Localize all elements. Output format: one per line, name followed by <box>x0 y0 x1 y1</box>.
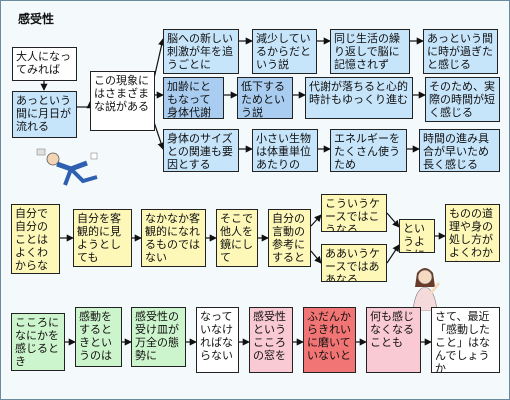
box-must-be: なっていなければならない <box>196 307 239 373</box>
woman-illustration <box>412 268 441 311</box>
box-same-life: 同じ生活の繰り返しで脳に記憶されず <box>330 29 410 74</box>
box-understand-reason: ものの道理や身の処し方がよくわかる <box>445 204 500 262</box>
box-feel-nothing: 何も感じなくなることも <box>366 307 421 373</box>
box-body-size: 身体のサイズとの関連も要因とする <box>163 129 239 172</box>
box-time-passed: あっという間に時が過ぎたと感じる <box>423 29 498 74</box>
page-title: 感受性 <box>18 12 55 26</box>
box-brain-stimulus: 脳への新しい刺激が年を追うごとに <box>163 29 239 74</box>
box-decrease-theory: 減少しているからだという説 <box>252 29 317 74</box>
box-adult: 大人になってみれば <box>12 47 77 81</box>
box-decline-theory: 低下するためという説 <box>237 77 293 119</box>
box-when-moved: 感動をするときというのは <box>75 307 122 367</box>
running-man-illustration <box>36 148 98 186</box>
box-like-this: というように <box>399 219 435 253</box>
box-feel-long: 時間の進み具合が早いため長く感じる <box>419 129 500 172</box>
box-recent-moved: さて、最近「感動したこと」はなんでしょうか <box>431 307 500 373</box>
box-time-flies: あっという間に月日が流れる <box>12 91 77 138</box>
box-hard-objective: なかなか客観的になれるものではない <box>141 209 206 267</box>
box-dont-know-self: 自分で自分のことはよくわからない <box>11 204 60 274</box>
box-this-case: こういうケースではこうなる <box>321 194 387 232</box>
box-try-objective: 自分を客観的に見ようとしても <box>73 209 132 267</box>
box-small-creatures: 小さい生物は体重単位あたりの <box>252 129 318 172</box>
box-others-mirror: そこで他人を鏡にして <box>216 209 258 267</box>
box-feel-short: そのため、実際の時間が短く感じる <box>425 77 500 122</box>
box-feel-something: こころになにかを感じるとき <box>11 313 65 371</box>
box-sensitivity-window: 感受性というこころの窓を <box>249 307 293 373</box>
box-energy-use: エネルギーをたくさん使うため <box>330 129 407 172</box>
box-polish-daily: ふだんからきれいに磨いていないと <box>303 307 356 373</box>
box-many-theories: この現象にはさまざまな説がある <box>90 71 155 131</box>
box-reference: 自分の言動の参考にすると <box>268 209 311 267</box>
box-aging-metabolism: 加齢にともなって身体代謝が <box>163 77 224 119</box>
box-receptacle: 感受性の受け皿が万全の態勢に <box>131 307 186 367</box>
box-that-case: ああいうケースではああなる <box>321 244 387 282</box>
box-mental-clock: 代謝が落ちると心的時計もゆっくり進む <box>305 77 413 119</box>
